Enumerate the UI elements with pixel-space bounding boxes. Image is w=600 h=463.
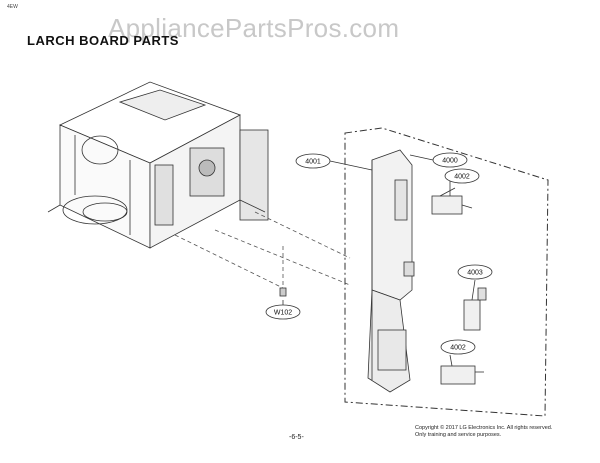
assembly-boundary xyxy=(344,127,549,417)
board-bracket xyxy=(367,149,415,393)
callout-4001-oval xyxy=(295,153,331,169)
switch-middle xyxy=(463,287,487,331)
page-title: LARCH BOARD PARTS xyxy=(27,33,179,48)
callout-leaders xyxy=(282,154,476,367)
callout-4001-label: 4001 xyxy=(305,159,321,166)
switch-lower xyxy=(440,365,484,385)
copyright-line-2: Only training and service purposes. xyxy=(415,432,502,438)
callout-w102-label: W102 xyxy=(274,310,292,317)
model-code-label: 4EW xyxy=(7,4,18,10)
microwave-cavity xyxy=(47,81,269,249)
watermark: AppliancePartsPros.com xyxy=(108,13,400,43)
callout-4000-oval xyxy=(432,152,468,168)
copyright-notice: Copyright © 2017 LG Electronics Inc. All… xyxy=(415,425,552,439)
switch-upper xyxy=(431,187,473,215)
page-number: -6-5- xyxy=(289,434,304,441)
callout-4002a-label: 4002 xyxy=(454,174,470,181)
callout-4003-label: 4003 xyxy=(467,270,483,277)
screw-w102 xyxy=(279,287,287,297)
leader-lines xyxy=(174,211,351,290)
callout-w102-oval xyxy=(265,304,301,320)
callout-4002b-label: 4002 xyxy=(450,345,466,352)
callout-4003-oval xyxy=(457,264,493,280)
callout-4002a-oval xyxy=(444,168,480,184)
callout-4000-label: 4000 xyxy=(442,158,458,165)
copyright-line-1: Copyright © 2017 LG Electronics Inc. All… xyxy=(415,425,553,431)
callout-4002b-oval xyxy=(440,339,476,355)
